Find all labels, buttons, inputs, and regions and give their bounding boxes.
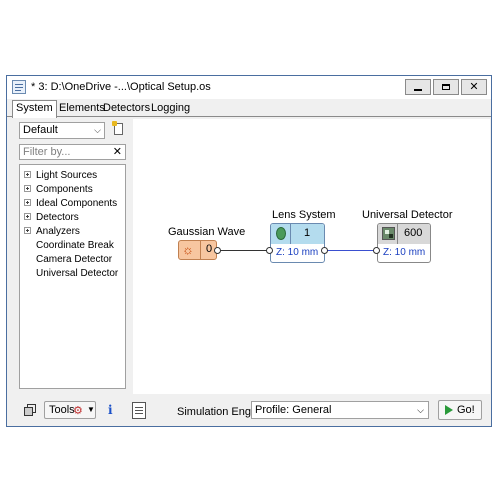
maximize-icon [442,84,450,91]
go-label: Go! [457,404,475,416]
output-port[interactable] [214,247,221,254]
wire-lens-detector [325,250,377,251]
tree-item-universal-detector[interactable]: Universal Detector [36,268,119,279]
wire-source-lens [218,250,270,251]
application-window: * 3: D:\OneDrive -...\Optical Setup.os ✕… [6,75,492,427]
tree-item-coordinate-break[interactable]: Coordinate Break [36,240,114,251]
tools-label: Tools [49,404,75,416]
close-button[interactable]: ✕ [461,79,487,95]
system-canvas[interactable]: Gaussian Wave ☼ 0 Lens System 1 Z: 10 mm… [133,119,490,394]
tools-button[interactable]: Tools ⚙ ▼ [44,401,96,419]
profile-dropdown[interactable]: Default ⌵ [19,122,105,139]
node-label-universal-detector: Universal Detector [362,209,453,221]
output-port[interactable] [321,247,328,254]
cube-icon[interactable] [22,404,36,418]
detector-icon [382,227,395,240]
expand-icon[interactable] [24,212,31,220]
maximize-button[interactable] [433,79,459,95]
simulation-profile-value: Profile: General [255,404,332,416]
tree-item-ideal-components[interactable]: Ideal Components [24,197,117,210]
light-source-icon: ☼ [182,242,194,257]
expand-icon[interactable] [24,198,31,206]
node-value: 600 [404,227,423,239]
wrench-icon: ⚙ [73,405,83,417]
new-document-icon [114,123,123,135]
node-lens-system[interactable]: 1 Z: 10 mm [270,223,325,263]
go-button[interactable]: Go! [438,400,482,420]
new-document-button[interactable] [112,121,126,138]
minimize-icon [414,88,422,91]
expand-icon[interactable] [24,184,31,192]
simulation-profile-dropdown[interactable]: Profile: General ⌵ [251,401,429,419]
tree-item-camera-detector[interactable]: Camera Detector [36,254,113,265]
tab-elements[interactable]: Elements [59,102,105,114]
node-z-position: Z: 10 mm [383,247,426,258]
chevron-down-icon: ⌵ [94,125,101,135]
chevron-down-icon: ▼ [87,405,95,414]
filter-placeholder: Filter by... [23,146,71,158]
simulation-engine-label: Simulation Engine [177,406,266,418]
document-icon[interactable] [132,402,146,419]
title-bar[interactable]: * 3: D:\OneDrive -...\Optical Setup.os ✕ [7,76,491,99]
filter-input[interactable]: Filter by... ✕ [19,144,126,160]
tree-item-detectors[interactable]: Detectors [24,211,79,224]
app-icon [12,80,26,94]
node-z-position: Z: 10 mm [276,247,319,258]
expand-icon[interactable] [24,226,31,234]
info-icon[interactable]: i [108,403,113,417]
node-label-gaussian-wave: Gaussian Wave [168,226,246,238]
tree-item-components[interactable]: Components [24,183,93,196]
minimize-button[interactable] [405,79,431,95]
node-value: 1 [304,227,311,239]
elements-panel: Default ⌵ Filter by... ✕ Light Sources C… [7,117,131,394]
profile-dropdown-value: Default [23,124,58,136]
tab-system[interactable]: System [12,100,57,118]
play-icon [445,405,453,415]
close-icon: ✕ [469,81,479,93]
clear-filter-icon[interactable]: ✕ [112,146,122,158]
tab-strip: System Elements Detectors Logging [7,99,491,118]
node-universal-detector[interactable]: 600 Z: 10 mm [377,223,431,263]
window-title: * 3: D:\OneDrive -...\Optical Setup.os [31,81,211,93]
input-port[interactable] [373,247,380,254]
tab-logging[interactable]: Logging [151,102,191,114]
input-port[interactable] [266,247,273,254]
new-star-icon [112,121,117,126]
expand-icon[interactable] [24,170,31,178]
node-value: 0 [206,243,213,255]
tree-item-light-sources[interactable]: Light Sources [24,169,97,182]
node-gaussian-wave[interactable]: ☼ 0 [178,240,217,260]
element-tree[interactable]: Light Sources Components Ideal Component… [19,164,126,389]
tree-item-analyzers[interactable]: Analyzers [24,225,80,238]
tab-divider [7,116,491,117]
bottom-toolbar: Tools ⚙ ▼ i Simulation Engine Profile: G… [7,396,491,426]
tab-detectors[interactable]: Detectors [103,102,151,114]
chevron-down-icon: ⌵ [417,405,424,415]
lens-icon [276,227,286,240]
node-label-lens-system: Lens System [272,209,336,221]
